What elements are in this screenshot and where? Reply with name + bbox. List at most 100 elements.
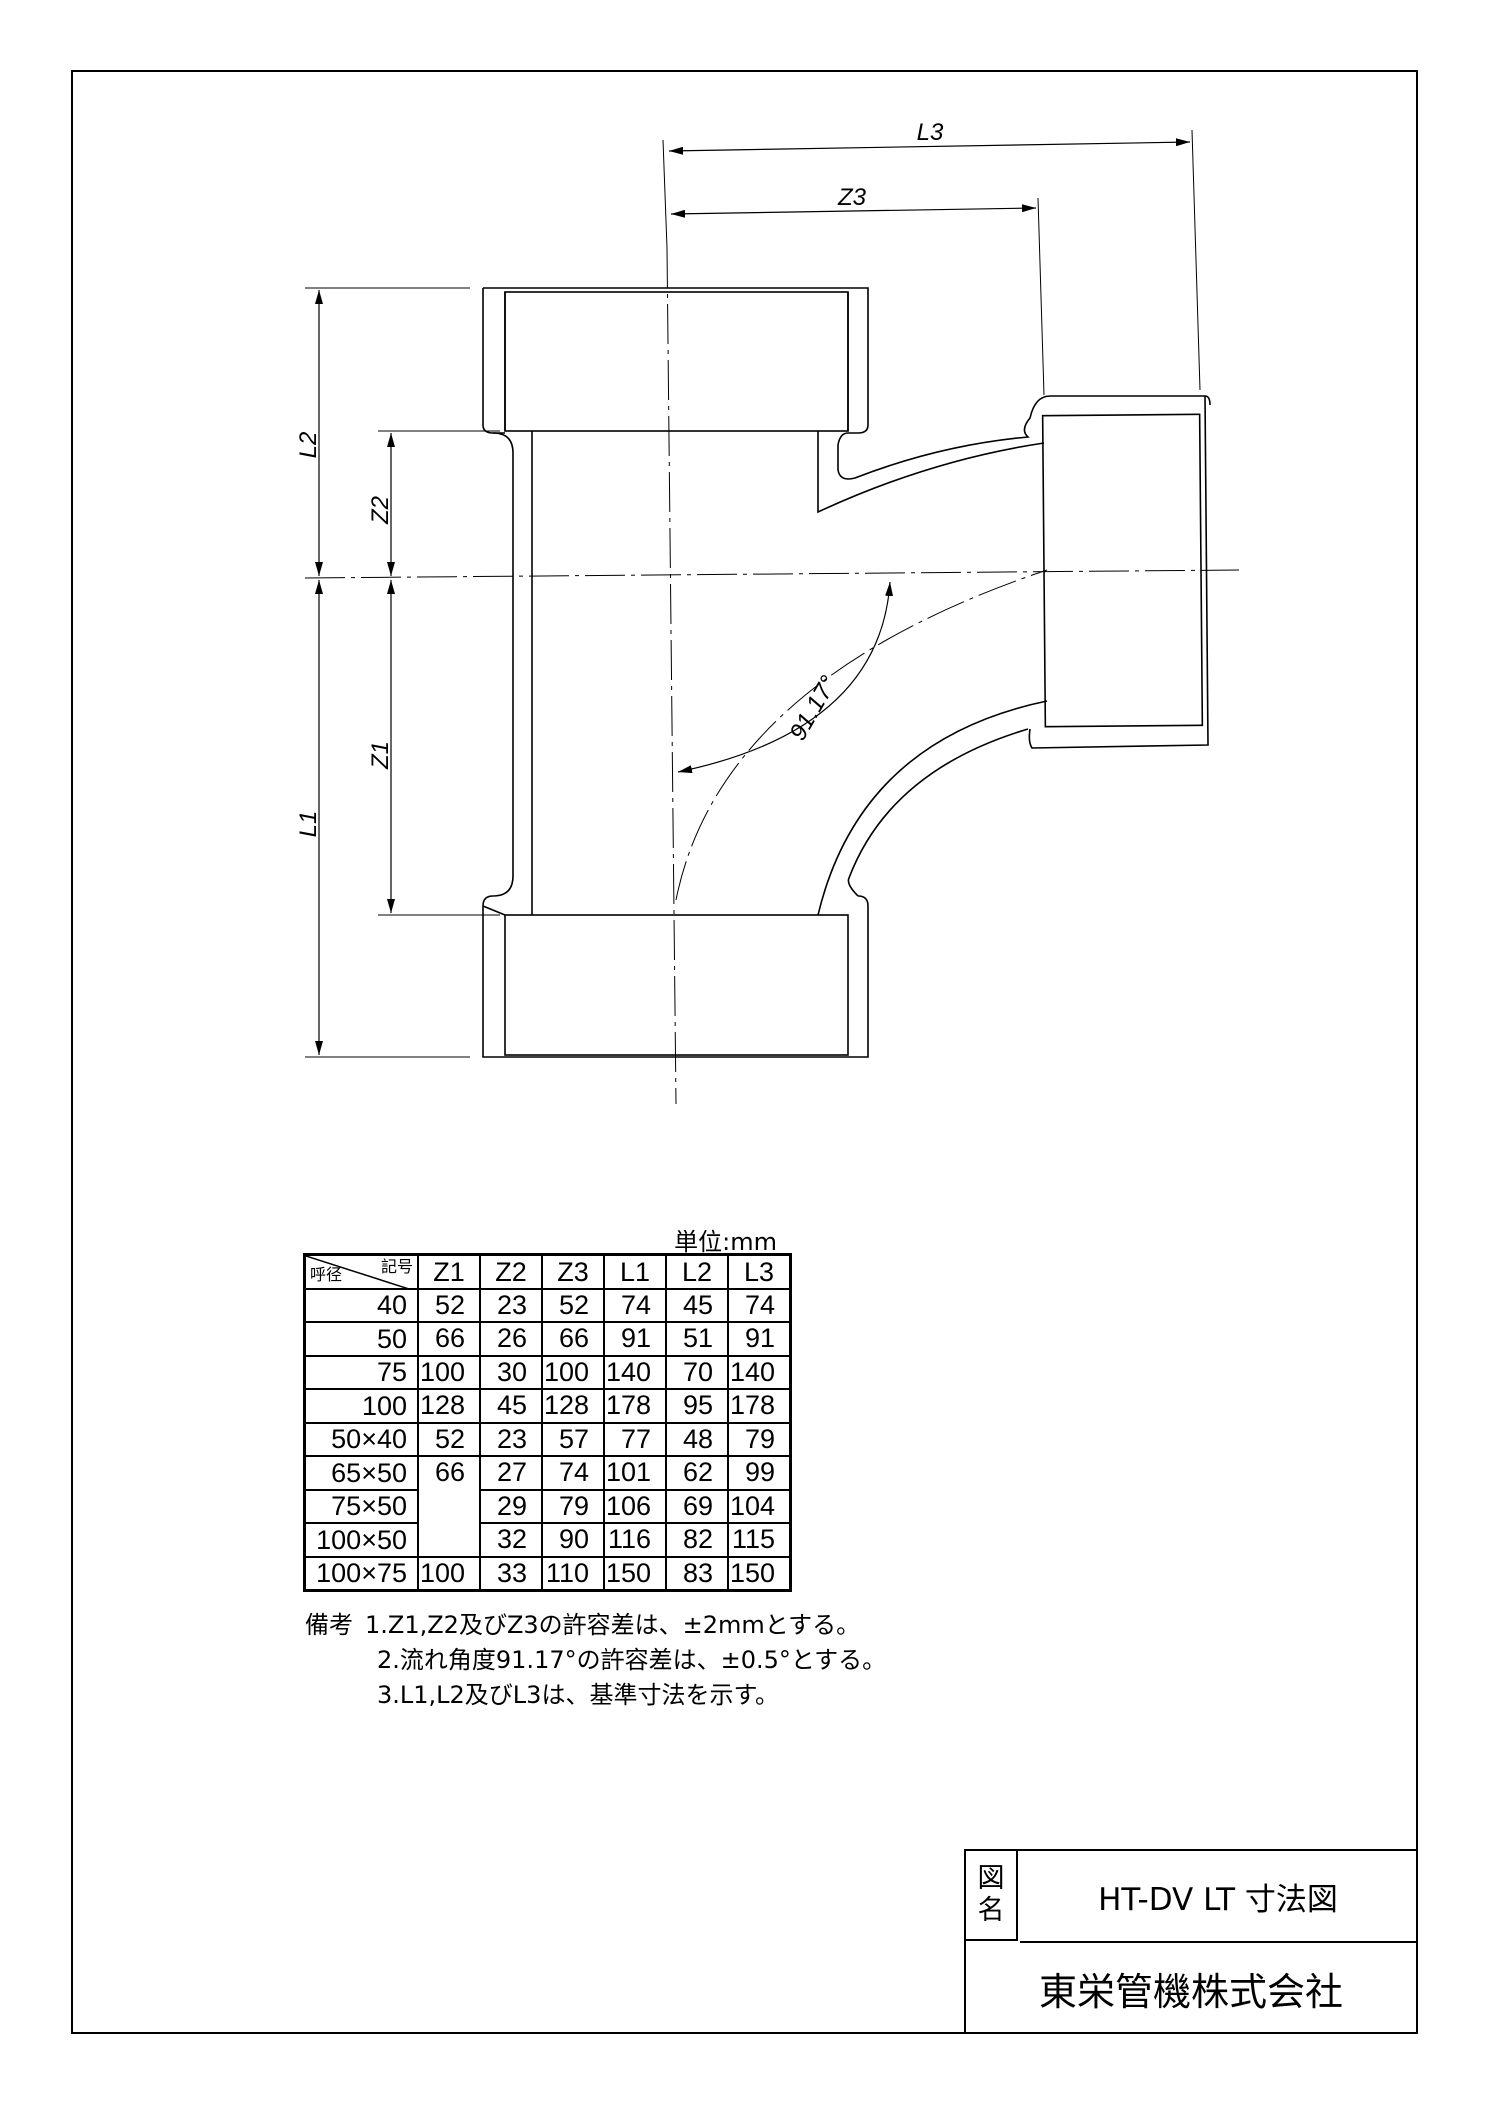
value-cell: 150	[603, 1555, 667, 1592]
dimension-labels: L2 L1 Z2 Z1 L3 Z3 91.17°	[295, 119, 944, 837]
centerlines	[304, 247, 1240, 1105]
column-header-l1: L1	[603, 1253, 667, 1290]
dimension-lines	[315, 138, 1191, 1055]
angle-label: 91.17°	[784, 671, 842, 745]
size-cell: 75	[303, 1354, 419, 1390]
value-cell: 45	[479, 1388, 543, 1424]
value-cell: 23	[479, 1421, 543, 1457]
note-item: 2.流れ角度91.17°の許容差は、±0.5°とする。	[305, 1643, 886, 1678]
value-cell: 66	[541, 1321, 605, 1357]
elbow-inner	[817, 700, 1048, 916]
branch-socket-outer	[1028, 395, 1209, 749]
value-cell: 57	[541, 1421, 605, 1457]
top-socket-outer	[482, 287, 869, 434]
value-cell: 52	[541, 1287, 605, 1323]
value-cell: 79	[541, 1488, 605, 1524]
column-header-z2: Z2	[479, 1253, 543, 1290]
value-cell: 74	[541, 1455, 605, 1491]
note-text: 1.Z1,Z2及びZ3の許容差は、±2mmとする。	[365, 1611, 861, 1639]
value-cell: 140	[603, 1354, 667, 1390]
value-cell: 26	[479, 1321, 543, 1357]
value-cell: 91	[727, 1321, 792, 1357]
elbow-outer	[847, 728, 1029, 897]
dim-label-l2: L2	[295, 432, 322, 459]
column-header-l2: L2	[665, 1253, 729, 1290]
value-cell: 100	[541, 1354, 605, 1390]
value-cell: 32	[479, 1522, 543, 1558]
value-cell: 51	[665, 1321, 729, 1357]
unit-label: 単位:mm	[674, 1228, 777, 1256]
dim-label-l3: L3	[917, 119, 944, 146]
value-cell: 66	[417, 1321, 481, 1357]
size-cell: 65×50	[303, 1455, 419, 1491]
fitting-outline	[482, 287, 1211, 1058]
value-cell: 30	[479, 1354, 543, 1390]
value-cell: 100	[417, 1354, 481, 1390]
title-block: 図名 HT-DV LT 寸法図 東栄管機株式会社	[964, 1849, 1416, 2033]
value-cell: 128	[417, 1388, 481, 1424]
pipe-fitting-drawing: L2 L1 Z2 Z1 L3 Z3 91.17°	[295, 119, 1240, 1105]
value-cell: 150	[727, 1555, 792, 1592]
table-corner-cell: 記号 呼径	[303, 1253, 419, 1290]
dim-label-l1: L1	[295, 811, 322, 838]
value-cell: 69	[665, 1488, 729, 1524]
branch-outer-upper	[837, 395, 1211, 480]
size-cell: 100×50	[303, 1522, 419, 1558]
bottom-socket-inner	[504, 914, 849, 1056]
value-cell: 33	[479, 1555, 543, 1592]
dim-label-z1: Z1	[367, 741, 394, 770]
size-cell: 75×50	[303, 1488, 419, 1524]
value-cell: 95	[665, 1388, 729, 1424]
value-cell: 27	[479, 1455, 543, 1491]
corner-label-symbol: 記号	[380, 1259, 413, 1276]
size-cell: 50×40	[303, 1421, 419, 1457]
size-cell: 100×75	[303, 1555, 419, 1592]
body-left-wall	[482, 432, 869, 1058]
note-text: 2.流れ角度91.17°の許容差は、±0.5°とする。	[377, 1646, 887, 1674]
value-cell: 178	[603, 1388, 667, 1424]
size-cell: 50	[303, 1321, 419, 1357]
drawing-frame	[71, 70, 1418, 2034]
value-cell: 104	[727, 1488, 792, 1524]
note-text: 3.L1,L2及びL3は、基準寸法を示す。	[377, 1681, 780, 1709]
value-cell: 106	[603, 1488, 667, 1524]
value-cell: 101	[603, 1455, 667, 1491]
corner-label-size: 呼径	[310, 1266, 343, 1284]
note-item: 3.L1,L2及びL3は、基準寸法を示す。	[305, 1678, 886, 1713]
value-cell: 91	[603, 1321, 667, 1357]
size-cell: 40	[303, 1287, 419, 1323]
branch-inner-upper	[817, 431, 1045, 514]
column-header-z3: Z3	[541, 1253, 605, 1290]
value-cell: 23	[479, 1287, 543, 1323]
value-cell: 29	[479, 1488, 543, 1524]
value-cell: 74	[727, 1287, 792, 1323]
size-cell: 100	[303, 1388, 419, 1424]
top-socket-inner	[504, 291, 849, 432]
value-cell: 83	[665, 1555, 729, 1592]
value-cell: 74	[603, 1287, 667, 1323]
value-cell: 116	[603, 1522, 667, 1558]
value-cell: 100	[417, 1555, 481, 1592]
value-cell: 99	[727, 1455, 792, 1491]
value-cell: 77	[603, 1421, 667, 1457]
value-cell: 140	[727, 1354, 792, 1390]
extension-lines	[305, 129, 1201, 1058]
value-cell: 90	[541, 1522, 605, 1558]
value-cell: 52	[417, 1421, 481, 1457]
value-cell: 70	[665, 1354, 729, 1390]
value-cell: 110	[541, 1555, 605, 1592]
column-header-l3: L3	[727, 1253, 792, 1290]
dim-label-z3: Z3	[837, 184, 867, 211]
value-cell: 48	[665, 1421, 729, 1457]
